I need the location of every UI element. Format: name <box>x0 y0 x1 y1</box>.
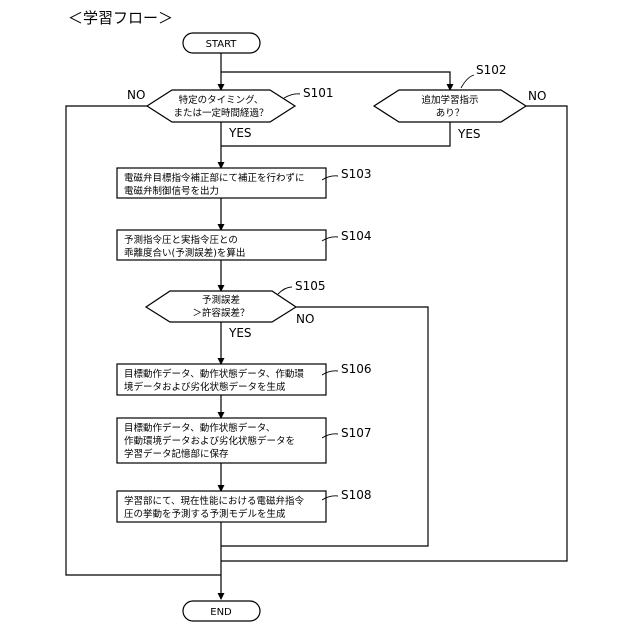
s101-no-label: NO <box>127 88 145 102</box>
s103-line-1: 電磁弁目標指令補正部にて補正を行わずに <box>124 172 305 184</box>
s103-step-label: S103 <box>341 167 372 181</box>
s107-step-label: S107 <box>341 426 372 440</box>
decision-s102: 追加学習指示 あり？ S102 NO YES <box>374 63 546 141</box>
process-s108: 学習部にて、現在性能における電磁弁指令 圧の挙動を予測する予測モデルを生成 S1… <box>117 488 372 522</box>
s107-line-2: 作動環境データおよび劣化状態データを <box>124 435 295 447</box>
s102-step-label: S102 <box>476 63 507 77</box>
s104-line-1: 予測指令圧と実指令圧との <box>124 234 238 246</box>
s106-line-1: 目標動作データ、動作状態データ、作動環 <box>124 368 304 380</box>
s105-line-1: 予測誤差 <box>202 294 240 306</box>
s102-line-1: 追加学習指示 <box>421 94 478 106</box>
s105-step-label: S105 <box>295 279 326 293</box>
process-s103: 電磁弁目標指令補正部にて補正を行わずに 電磁弁制御信号を出力 S103 <box>117 167 372 198</box>
end-terminal: END <box>183 601 260 621</box>
diagram-title: ＜学習フロー＞ <box>68 9 173 27</box>
s105-no-label: NO <box>296 312 314 326</box>
s102-yes-label: YES <box>457 127 481 141</box>
process-s104: 予測指令圧と実指令圧との 乖離度合い(予測誤差)を算出 S104 <box>117 229 372 260</box>
s101-step-label: S101 <box>303 86 334 100</box>
s101-line-1: 特定のタイミング、 <box>179 94 264 106</box>
s102-no-label: NO <box>528 89 546 103</box>
s106-line-2: 境データおよび劣化状態データを生成 <box>124 381 286 393</box>
s104-step-label: S104 <box>341 229 372 243</box>
s103-line-2: 電磁弁制御信号を出力 <box>124 185 219 197</box>
s108-line-1: 学習部にて、現在性能における電磁弁指令 <box>124 495 305 507</box>
start-label: START <box>206 39 238 50</box>
s108-line-2: 圧の挙動を予測する予測モデルを生成 <box>124 508 286 520</box>
s105-yes-label: YES <box>228 326 252 340</box>
decision-s105: 予測誤差 ＞許容誤差？ S105 NO YES <box>146 279 326 340</box>
s104-line-2: 乖離度合い(予測誤差)を算出 <box>124 247 245 259</box>
s101-line-2: または一定時間経過？ <box>173 107 268 119</box>
s102-line-2: あり？ <box>436 108 465 119</box>
s108-step-label: S108 <box>341 488 372 502</box>
decision-s101: 特定のタイミング、 または一定時間経過？ S101 NO YES <box>127 86 334 140</box>
s105-line-2: ＞許容誤差？ <box>192 307 249 319</box>
end-label: END <box>210 607 232 618</box>
process-s106: 目標動作データ、動作状態データ、作動環 境データおよび劣化状態データを生成 S1… <box>117 362 372 395</box>
s107-line-3: 学習データ記憶部に保存 <box>124 448 229 460</box>
start-terminal: START <box>183 33 260 53</box>
s107-line-1: 目標動作データ、動作状態データ、 <box>124 422 275 434</box>
s106-step-label: S106 <box>341 362 372 376</box>
s101-yes-label: YES <box>228 126 252 140</box>
process-s107: 目標動作データ、動作状態データ、 作動環境データおよび劣化状態データを 学習デー… <box>117 418 372 463</box>
